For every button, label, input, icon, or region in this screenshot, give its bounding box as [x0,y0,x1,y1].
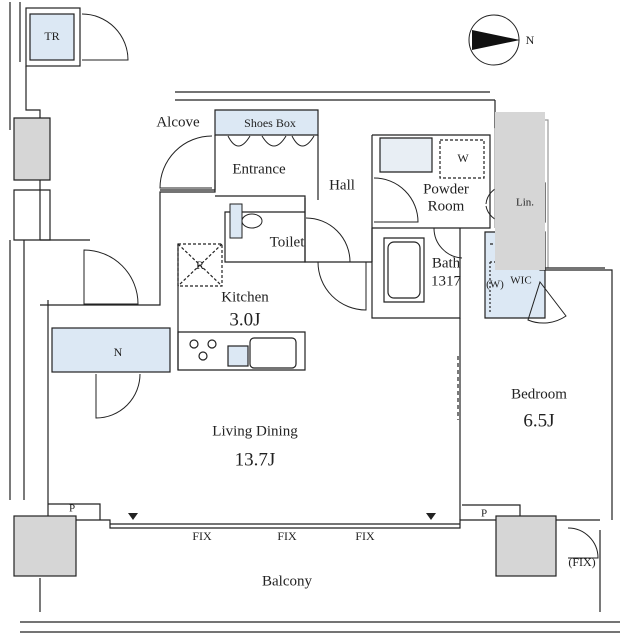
entrance-label: Entrance [232,161,286,178]
interior-partitions [47,300,461,520]
toilet-door-swing [305,217,351,263]
hall-door-swing [317,261,367,311]
bedroom-label: Bedroom [511,386,567,403]
balcony-edge [13,503,620,633]
compass [468,14,520,66]
fix-label-3: FIX [355,529,375,543]
fix-label-2: FIX [277,529,297,543]
window-marker-left [128,513,138,520]
bath-label: Bath [431,255,461,272]
left-door-swing [83,249,139,305]
wic-door-swing [527,280,567,324]
wic-label: WIC [510,274,532,287]
tr-door-swing [81,13,129,61]
kitchen-area [177,243,306,371]
tr-cabinet [29,13,75,61]
exterior-right [494,100,613,520]
powder-door-swing [373,177,419,223]
kitchen-label: Kitchen [221,289,269,306]
linen-label: Lin. [515,196,535,209]
p-right-label: P [480,507,488,520]
storage-door-swing [95,373,141,419]
window-marker-right [426,513,436,520]
toilet-fixture [229,203,263,239]
entrance-walls [160,91,495,263]
balcony-label: Balcony [262,573,312,590]
entrance-door-swing [159,135,213,189]
tr-label: TR [44,29,60,43]
shoebox-doors [227,135,315,147]
living-dining-label: Living Dining [212,423,298,440]
storage-n-label: N [113,345,123,359]
bath-door-swing [433,227,463,259]
bedroom-size-label: 6.5J [523,410,555,432]
alcove-label: Alcove [156,114,200,131]
fix-door-swing [567,527,599,559]
kitchen-size-label: 3.0J [229,309,261,331]
storage-n [51,327,171,373]
fridge-label: R [195,258,205,272]
toilet-label: Toilet [269,234,305,251]
bath-size-label: 1317 [431,273,461,290]
living-dining-size-label: 13.7J [234,449,276,471]
shoes-box-label: Shoes Box [244,116,296,130]
wic-w-label: (W) [486,278,504,291]
p-left-label: P [68,502,76,515]
exterior-left [9,2,216,500]
powder-room-label-line2: Room [427,198,465,215]
compass-north-label: N [525,33,535,47]
fix-label-1: FIX [192,529,212,543]
hall-label: Hall [329,177,355,194]
fix-label-4: (FIX) [568,555,596,569]
washer-label: W [457,151,469,165]
powder-room-label-line1: Powder [423,181,469,198]
